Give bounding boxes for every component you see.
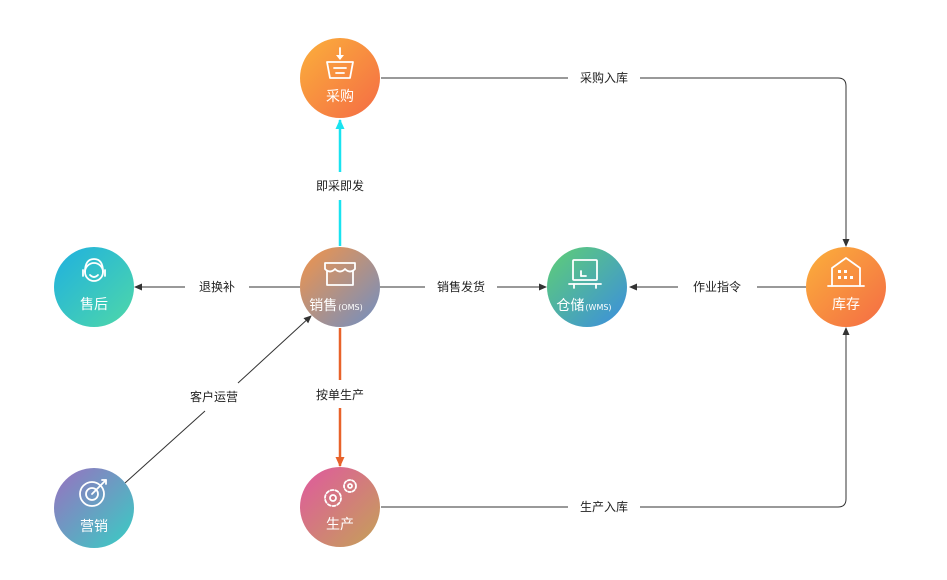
node-marketing: 营销: [54, 468, 134, 548]
edge-label-sales-to-warehouse: 销售发货: [437, 279, 485, 294]
edge-purchase-to-inventory: 采购入库: [381, 70, 846, 246]
node-after-sales: 售后: [54, 247, 134, 327]
basket-download-icon: [326, 47, 354, 79]
edge-sales-to-warehouse: 销售发货: [380, 279, 547, 294]
node-label-sales: 销售(OMS): [309, 298, 363, 314]
node-label-purchase: 采购: [326, 89, 354, 105]
node-label-after-sales: 售后: [80, 297, 108, 313]
edge-label-marketing-to-sales: 客户运营: [190, 389, 238, 404]
edge-label-purchase-to-inventory: 采购入库: [580, 70, 628, 85]
edge-label-sales-to-after-sales: 退换补: [199, 280, 235, 294]
node-purchase: 采购: [300, 38, 380, 118]
edge-inventory-to-warehouse: 作业指令: [629, 279, 806, 294]
storefront-icon: [324, 262, 356, 286]
node-production: 生产: [300, 467, 380, 547]
node-warehouse: 仓储(WMS): [547, 247, 627, 327]
edge-sales-to-after-sales: 退换补: [134, 280, 300, 294]
edge-label-production-to-inventory: 生产入库: [580, 499, 628, 514]
pallet-box-icon: [568, 259, 602, 289]
edge-label-inventory-to-warehouse: 作业指令: [693, 279, 741, 294]
gears-icon: [324, 479, 357, 507]
building-icon: [827, 257, 865, 287]
node-sales: 销售(OMS): [300, 247, 380, 327]
node-label-production: 生产: [326, 517, 354, 533]
edge-sales-to-production: 按单生产: [316, 328, 364, 467]
edge-label-sales-to-production: 按单生产: [316, 388, 364, 402]
edge-marketing-to-sales: 客户运营: [124, 315, 312, 484]
node-label-warehouse: 仓储(WMS): [556, 298, 611, 314]
edge-production-to-inventory: 生产入库: [381, 328, 846, 514]
customer-service-icon: [82, 258, 106, 282]
node-inventory: 库存: [806, 247, 886, 327]
edge-sales-to-purchase: 即采即发: [316, 119, 364, 246]
edge-label-sales-to-purchase: 即采即发: [316, 178, 364, 193]
node-label-inventory: 库存: [832, 297, 860, 313]
node-label-marketing: 营销: [80, 519, 108, 535]
target-icon: [79, 479, 107, 507]
